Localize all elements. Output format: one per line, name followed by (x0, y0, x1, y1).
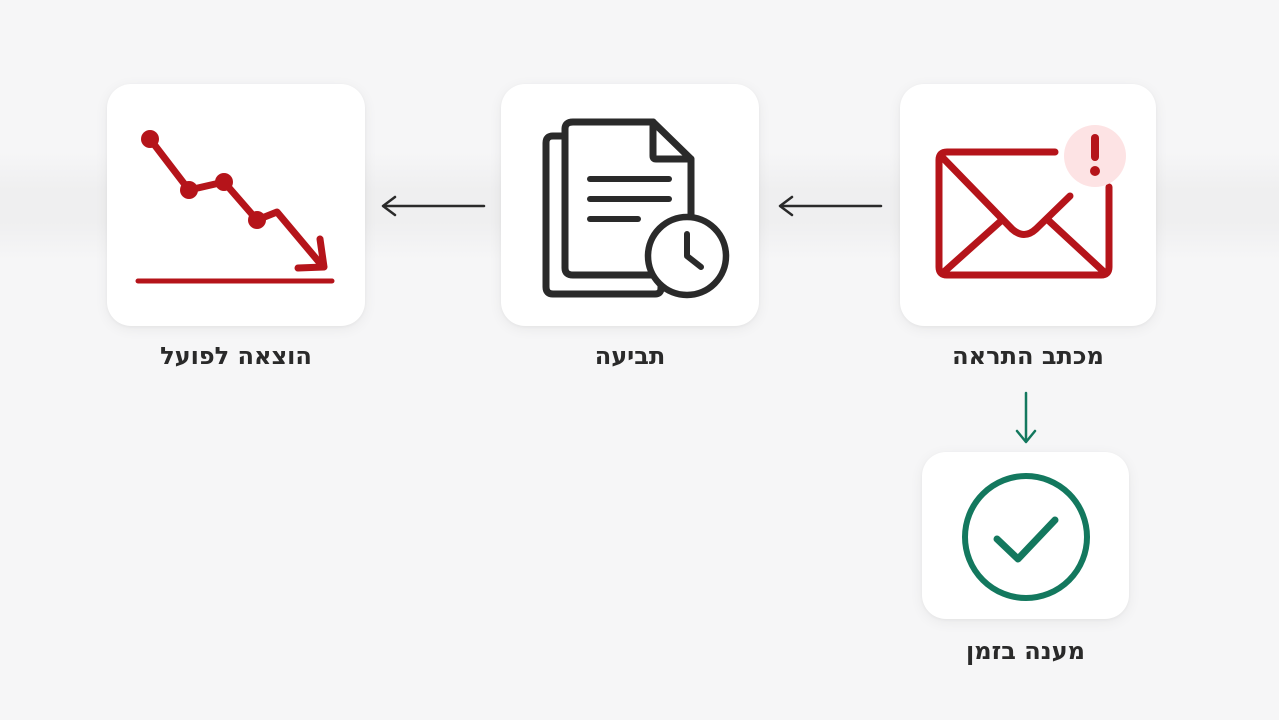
arrow-left-icon (778, 195, 883, 217)
arrow-down-icon (1015, 391, 1037, 444)
envelope-alert-icon (935, 125, 1126, 279)
enforcement-card (107, 84, 365, 326)
enforcement-label: הוצאה לפועל (160, 342, 312, 370)
check-circle-icon (962, 473, 1090, 601)
arrow-left-icon (381, 195, 486, 217)
timely-response-label: מענה בזמן (966, 637, 1085, 665)
trend-down-icon (135, 130, 335, 284)
warning-letter-label: מכתב התראה (952, 342, 1104, 370)
timely-response-card (922, 452, 1129, 619)
warning-letter-card (900, 84, 1156, 326)
lawsuit-card (501, 84, 759, 326)
document-clock-icon (542, 118, 730, 299)
lawsuit-label: תביעה (594, 342, 666, 370)
